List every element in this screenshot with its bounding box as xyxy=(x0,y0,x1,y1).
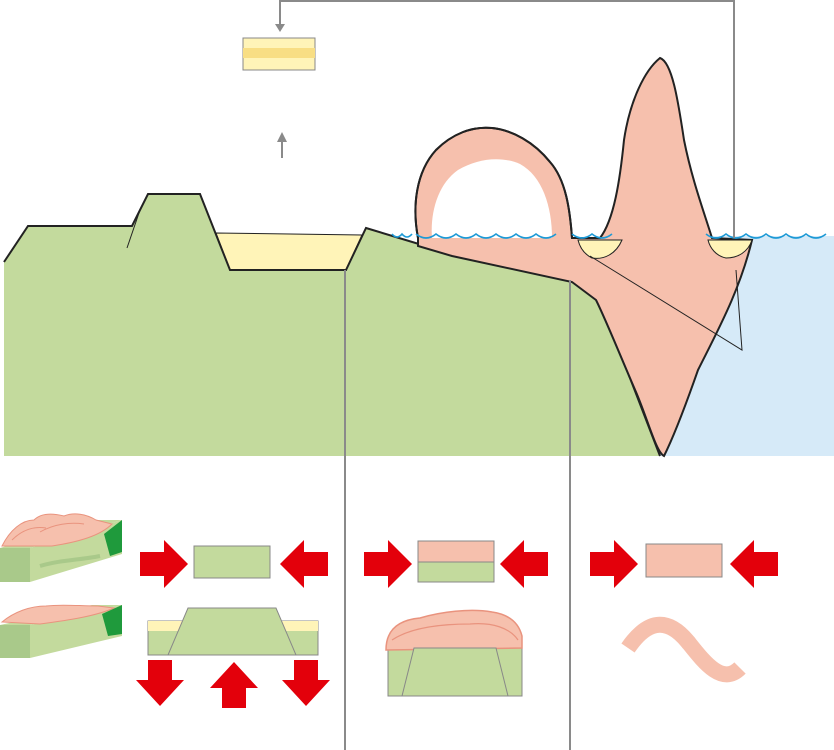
panel-folded-cover xyxy=(386,610,522,696)
red-arrow-icon xyxy=(210,662,258,708)
panel-compression-layered xyxy=(364,540,548,588)
red-arrow-icon xyxy=(140,540,188,588)
sediment-layer-block xyxy=(243,38,315,70)
panel-compression-rock xyxy=(590,540,778,588)
terrain-block-folded xyxy=(0,514,122,582)
red-arrow-icon xyxy=(280,540,328,588)
panel-horst-uplift xyxy=(136,608,330,708)
red-arrow-icon xyxy=(282,660,330,706)
panel-compression-crust xyxy=(140,540,328,588)
rift-basin-sediment xyxy=(216,233,362,270)
grey-arrowhead-icon xyxy=(275,24,285,32)
red-arrow-icon xyxy=(500,540,548,588)
crust-block xyxy=(194,546,270,578)
folded-rock-ribbon xyxy=(628,625,740,675)
grey-arrowhead-icon xyxy=(277,132,287,142)
red-arrow-icon xyxy=(136,660,184,706)
red-arrow-icon xyxy=(364,540,412,588)
red-arrow-icon xyxy=(730,540,778,588)
red-arrow-icon xyxy=(590,540,638,588)
terrain-block-eroded xyxy=(0,605,122,658)
cross-section xyxy=(4,58,834,456)
